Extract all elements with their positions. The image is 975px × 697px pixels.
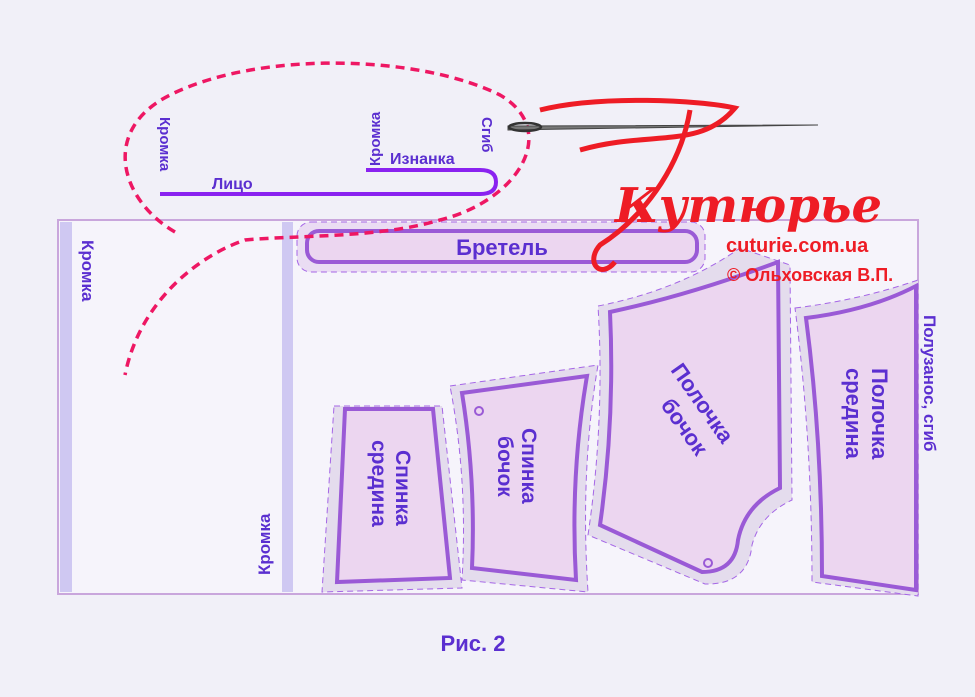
front-side-piece [597,259,783,575]
notch-marker [474,406,484,416]
figure-caption: Рис. 2 [441,631,506,656]
back-center-label-1: Спинка [391,450,414,526]
strap-label: Бретель [456,235,548,260]
logo: Кутюрье cuturie.com.ua © Ольховская В.П. [507,97,893,285]
logo-site: cuturie.com.ua [726,235,869,257]
fold-diagram-line [160,168,499,196]
right-side-label: Лицо [212,176,253,193]
fold-selvage-right-label: Кромка [367,111,384,166]
back-side-piece [459,373,590,583]
strap-piece [305,229,699,264]
back-side-label-2: бочок [493,436,516,497]
needle-eye-icon [507,121,543,133]
callout-dashed-outline [123,61,531,376]
front-center-label-1: Полочка [867,368,892,460]
wrong-side-label: Изнанка [390,151,455,168]
back-center-label-2: средина [367,440,390,527]
notch-marker [703,558,713,568]
needle-icon [507,124,819,131]
front-center-piece [803,282,918,593]
logo-copyright: © Ольховская В.П. [727,265,893,285]
front-center-label-2: средина [841,368,866,460]
fold-selvage-left-label: Кромка [156,117,173,172]
selvage-stripe-left [60,222,72,592]
fabric-selvage-top-label: Кромка [78,240,97,302]
fold-side-label: Полузанос, сгиб [920,315,939,451]
back-center-piece [334,407,453,585]
fold-label: Сгиб [478,117,495,153]
back-side-label-1: Спинка [517,428,540,504]
fabric-selvage-bottom-label: Кромка [255,513,274,575]
logo-name: Кутюрье [613,178,882,234]
thread-swash-icon [539,97,740,272]
selvage-stripe-inner [282,222,293,592]
